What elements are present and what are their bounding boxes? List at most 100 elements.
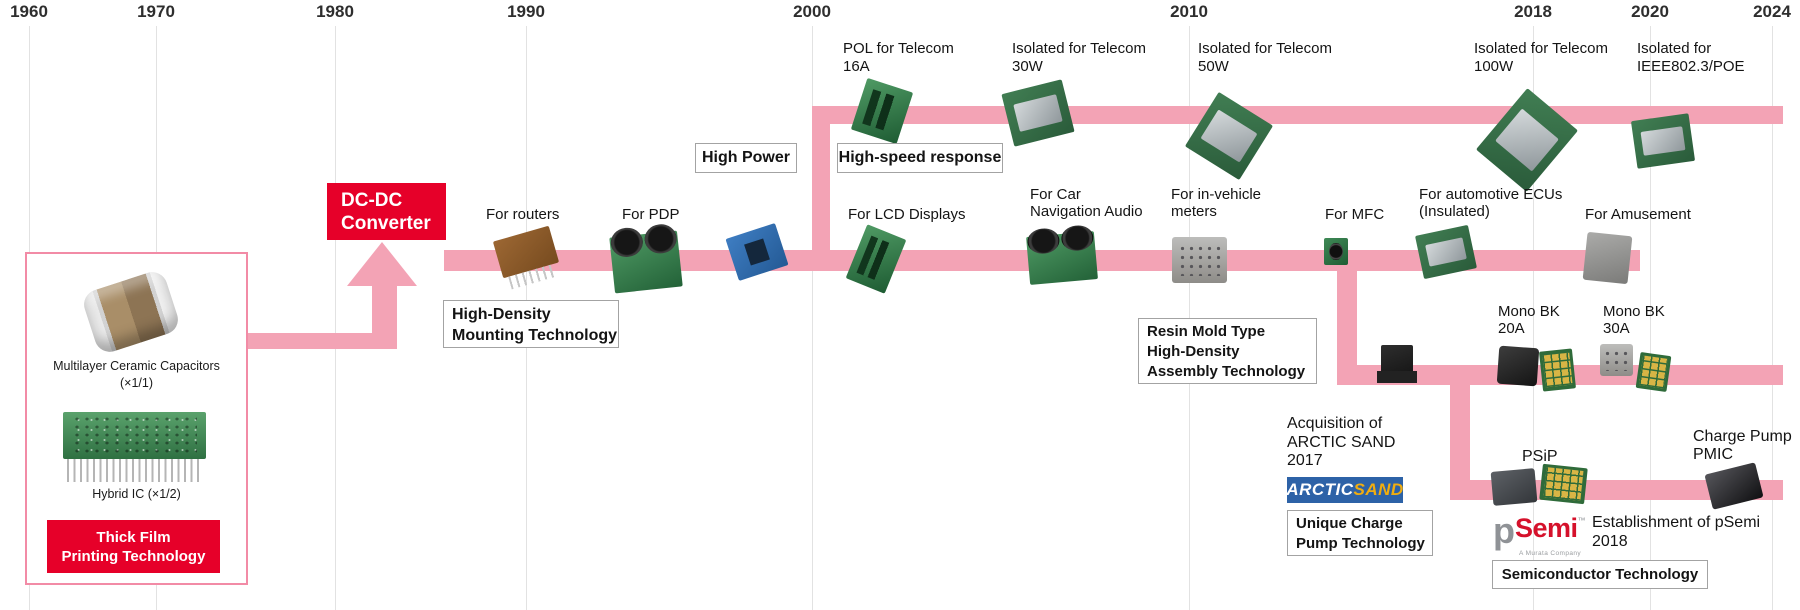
lcd-display-module xyxy=(845,224,907,294)
event-isolated-100w-label: Isolated for Telecom 100W xyxy=(1474,40,1608,75)
isolated-telecom-30w-module xyxy=(1001,79,1075,147)
event-for-pdp-label: For PDP xyxy=(622,206,680,223)
mono-20a-line2: 20A xyxy=(1498,320,1525,337)
gridline-2020 xyxy=(1650,26,1651,610)
hybrid-ic-caption: Hybrid IC (×1/2) xyxy=(92,487,181,501)
isolated-ieee802-3-poe-module xyxy=(1630,113,1696,169)
dcdc-line2: Converter xyxy=(341,213,431,234)
pol-16a-line2: 16A xyxy=(843,57,870,75)
psip-chip xyxy=(1490,468,1538,506)
car-nav-line2: Navigation Audio xyxy=(1030,203,1143,220)
mono-30a-line1: Mono BK xyxy=(1603,303,1665,320)
gridline-2024 xyxy=(1772,26,1773,610)
isolated-telecom-100w-module xyxy=(1476,88,1578,192)
arctic-logo-white-text: ARCTIC xyxy=(1286,480,1354,499)
event-psip-label: PSiP xyxy=(1522,448,1558,465)
iso-50w-line1: Isolated for Telecom xyxy=(1198,40,1332,57)
car-nav-line1: For Car xyxy=(1030,186,1081,203)
psemi-logo-semi: Semi xyxy=(1515,513,1578,543)
gridline-2000 xyxy=(812,26,813,610)
year-label-1990: 1990 xyxy=(507,2,545,21)
meters-line1: For in-vehicle xyxy=(1171,186,1262,203)
high-power-box: High Power xyxy=(695,143,797,173)
origin-arrow-up-icon xyxy=(347,242,417,286)
pol-16a-line1: POL for Telecom xyxy=(843,40,954,57)
charge-pump-line2: PMIC xyxy=(1693,446,1733,463)
mono-bk-20a-chip xyxy=(1496,345,1540,387)
unique-charge-pump-box: Unique Charge Pump Technology xyxy=(1287,510,1433,556)
psip-bga-chip xyxy=(1539,463,1588,505)
amusement-module xyxy=(1582,231,1633,285)
year-label-2000: 2000 xyxy=(793,2,831,21)
iso-poe-line1: Isolated for xyxy=(1637,40,1712,57)
resin-mold-assembly-box: Resin Mold Type High-Density Assembly Te… xyxy=(1138,318,1317,384)
semiconductor-label: Semiconductor Technology xyxy=(1501,566,1699,583)
establishment-line2: 2018 xyxy=(1592,532,1628,550)
thick-film-line1: Thick Film xyxy=(96,529,171,546)
pdp-module xyxy=(609,230,683,294)
acquisition-line3: 2017 xyxy=(1287,452,1323,469)
acquisition-line1: Acquisition of xyxy=(1287,415,1383,432)
event-for-amusement-label: For Amusement xyxy=(1585,206,1691,223)
high-speed-response-box: High-speed response xyxy=(837,143,1003,173)
psemi-logo-tm: ™ xyxy=(1577,516,1586,525)
iso-100w-line1: Isolated for Telecom xyxy=(1474,40,1608,57)
pol-telecom-16a-module xyxy=(850,77,914,145)
dcdc-line1: DC-DC xyxy=(341,190,403,211)
year-label-2018: 2018 xyxy=(1514,2,1552,21)
event-pol-telecom-16a-label: POL for Telecom 16A xyxy=(843,40,954,75)
psemi-logo: pSemi™ A Murata Company xyxy=(1493,513,1586,558)
thick-film-line2: Printing Technology xyxy=(61,548,206,565)
event-automotive-ecus-label: For automotive ECUs (Insulated) xyxy=(1419,186,1562,220)
dcdc-converter-box: DC-DC Converter xyxy=(327,183,446,240)
psemi-logo-p: p xyxy=(1493,510,1515,551)
auto-ecus-line2: (Insulated) xyxy=(1419,203,1490,220)
meters-line2: meters xyxy=(1171,203,1217,220)
establishment-line1: Establishment of pSemi xyxy=(1592,514,1761,531)
unique-line1: Unique Charge xyxy=(1296,515,1403,532)
iso-30w-line2: 30W xyxy=(1012,57,1043,75)
high-power-label: High Power xyxy=(701,149,790,166)
gridline-2018 xyxy=(1533,26,1534,610)
event-mono-bk-30a-label: Mono BK 30A xyxy=(1603,303,1665,337)
event-isolated-30w-label: Isolated for Telecom 30W xyxy=(1012,40,1146,75)
capacitor-scale-caption: (×1/1) xyxy=(119,376,153,390)
iso-100w-line2: 100W xyxy=(1474,57,1514,75)
capacitor-caption: Multilayer Ceramic Capacitors xyxy=(53,359,220,373)
event-in-vehicle-meters-label: For in-vehicle meters xyxy=(1171,186,1261,220)
small-dcdc-module xyxy=(725,223,789,281)
year-label-1980: 1980 xyxy=(316,2,354,21)
acquisition-arctic-sand-label: Acquisition of ARCTIC SAND 2017 xyxy=(1287,415,1395,471)
iso-50w-line2: 50W xyxy=(1198,57,1229,75)
iso-poe-line2: IEEE802.3/POE xyxy=(1637,57,1745,75)
event-isolated-50w-label: Isolated for Telecom 50W xyxy=(1198,40,1332,75)
origin-connector-vertical xyxy=(372,284,397,349)
event-for-lcd-label: For LCD Displays xyxy=(848,206,966,223)
resin-line1: Resin Mold Type xyxy=(1147,323,1266,340)
auto-ecus-line1: For automotive ECUs xyxy=(1419,186,1563,203)
resin-mold-module xyxy=(1376,345,1418,383)
psemi-logo-tagline: A Murata Company xyxy=(1519,550,1582,557)
hybrid-ic-image xyxy=(63,412,206,482)
high-density-line2: Mounting Technology xyxy=(452,327,618,344)
establishment-psemi-label: Establishment of pSemi 2018 xyxy=(1592,514,1760,551)
elbow-psip-vertical xyxy=(1450,375,1470,500)
elbow-2000-vertical xyxy=(812,106,830,271)
router-module xyxy=(492,225,560,279)
gridline-1980 xyxy=(335,26,336,610)
iso-30w-line1: Isolated for Telecom xyxy=(1012,40,1146,57)
mono-bk-30a-inductor xyxy=(1635,352,1672,392)
event-car-navigation-label: For Car Navigation Audio xyxy=(1030,186,1143,220)
event-charge-pump-pmic-label: Charge Pump PMIC xyxy=(1693,428,1792,464)
high-density-mounting-box: High-Density Mounting Technology xyxy=(443,300,619,348)
arctic-logo-yellow-text: SAND xyxy=(1353,480,1404,499)
year-label-2010: 2010 xyxy=(1170,2,1208,21)
year-label-1960: 1960 xyxy=(10,2,48,21)
in-vehicle-meter-module xyxy=(1172,237,1227,283)
charge-pump-pmic-chip xyxy=(1704,462,1764,510)
high-density-line1: High-Density xyxy=(452,306,551,323)
thick-film-printing-box: Thick Film Printing Technology xyxy=(47,520,220,573)
resin-line2: High-Density xyxy=(1147,343,1240,360)
